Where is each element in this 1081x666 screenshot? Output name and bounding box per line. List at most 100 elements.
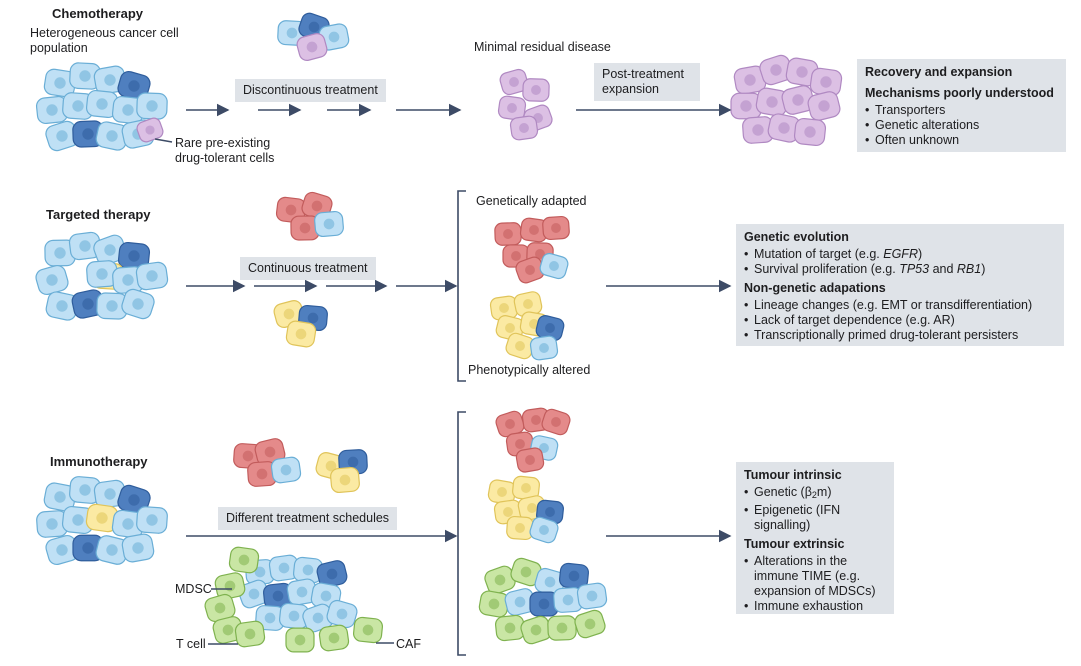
- cancer-cell: [72, 120, 104, 148]
- cancer-cell: [574, 609, 606, 639]
- list-item: Epigenetic (IFN signalling): [744, 503, 886, 533]
- cancer-cell: [539, 252, 569, 280]
- mechanisms-heading: Mechanisms poorly understood: [865, 86, 1054, 100]
- cancer-cell: [45, 291, 79, 321]
- targeted-bracket: [457, 190, 466, 382]
- cancer-cell: [478, 590, 510, 618]
- cancer-cell: [255, 605, 285, 631]
- genetic-evolution-heading: Genetic evolution: [744, 230, 849, 244]
- list-item: Transporters: [865, 103, 1058, 118]
- cancer-cell: [318, 23, 350, 51]
- cancer-cell: [504, 588, 536, 616]
- tumour-intrinsic-heading: Tumour intrinsic: [744, 468, 842, 482]
- cancer-cell: [290, 215, 320, 241]
- cancer-cell: [286, 578, 318, 606]
- rare-cells-pointer: [154, 138, 173, 143]
- cancer-cell: [512, 475, 540, 501]
- cancer-cell: [742, 116, 774, 144]
- cancer-cell: [228, 546, 260, 574]
- cancer-cell: [506, 515, 534, 541]
- list-item: Genetic alterations: [865, 118, 1058, 133]
- cancer-cell: [314, 210, 344, 238]
- cancer-cell: [807, 91, 841, 121]
- list-item: Often unknown: [865, 133, 1058, 148]
- mrd-label: Minimal residual disease: [474, 40, 611, 54]
- list-item: Survival proliferation (e.g. TP53 and RB…: [744, 262, 1056, 277]
- cancer-cell: [285, 320, 317, 348]
- post-treatment-tag: Post-treatment expansion: [594, 63, 700, 101]
- cancer-cell: [576, 582, 608, 610]
- recovery-heading: Recovery and expansion: [865, 65, 1013, 79]
- cancer-cell: [71, 289, 105, 319]
- cancer-cell: [135, 261, 169, 291]
- cancer-cell: [121, 533, 155, 563]
- cancer-cell: [212, 616, 244, 644]
- cancer-cell: [112, 266, 144, 294]
- list-item: Mutation of target (e.g. EGFR): [744, 247, 1056, 262]
- cancer-cell: [519, 217, 549, 243]
- cancer-cell: [541, 408, 571, 436]
- tcell-label: T cell: [176, 637, 206, 651]
- cancer-cell: [69, 476, 101, 504]
- cancer-cell: [262, 582, 294, 610]
- cancer-cell: [136, 92, 168, 120]
- cancer-cell: [497, 95, 527, 121]
- discontinuous-treatment-tag: Discontinuous treatment: [235, 79, 386, 102]
- list-item: Genetic (β2m): [744, 485, 886, 503]
- cancer-cell: [515, 447, 545, 473]
- continuous-treatment-tag: Continuous treatment: [240, 257, 376, 280]
- list-item: Immune exhaustion: [744, 599, 886, 614]
- cancer-cell: [510, 557, 542, 587]
- rare-cells-label: Rare pre-existing drug-tolerant cells: [175, 136, 275, 165]
- list-item: Alterations in the immune TIME (e.g. exp…: [744, 554, 886, 599]
- cancer-cell: [318, 624, 350, 652]
- cancer-cell: [45, 120, 79, 152]
- cancer-cell: [268, 554, 300, 582]
- targeted-title: Targeted therapy: [46, 207, 151, 222]
- cancer-cell: [494, 614, 526, 642]
- cancer-cell: [542, 215, 570, 241]
- cancer-cell: [547, 615, 577, 641]
- caf-label: CAF: [396, 637, 421, 651]
- chemo-title: Chemotherapy: [52, 6, 144, 21]
- cancer-cell: [352, 616, 384, 644]
- cancer-cell: [69, 62, 101, 90]
- cancer-cell: [499, 68, 529, 96]
- cancer-cell: [86, 260, 118, 288]
- population-label: Heterogeneous cancer cell population: [30, 26, 179, 55]
- cancer-cell: [529, 335, 559, 361]
- cancer-cell: [730, 92, 762, 120]
- cancer-cell: [809, 67, 843, 97]
- cancer-cell: [487, 479, 517, 505]
- cancer-cell: [111, 509, 145, 539]
- cancer-cell: [35, 264, 69, 296]
- immuno-title: Immunotherapy: [50, 454, 148, 469]
- drug-tolerant-cell: [136, 117, 164, 143]
- cancer-cell: [285, 627, 315, 653]
- cancer-cell: [301, 191, 333, 221]
- cancer-cell: [509, 115, 539, 141]
- cancer-cell: [484, 565, 516, 595]
- immuno-box: Tumour intrinsic Genetic (β2m) Epigeneti…: [736, 462, 894, 614]
- list-item: Lack of target dependence (e.g. AR): [744, 313, 1056, 328]
- schedules-tag: Different treatment schedules: [218, 507, 398, 530]
- cancer-cell: [278, 602, 310, 630]
- cancer-cell: [759, 54, 793, 86]
- tumour-extrinsic-heading: Tumour extrinsic: [744, 537, 845, 551]
- targeted-box: Genetic evolution Mutation of target (e.…: [736, 224, 1064, 346]
- cancer-cell: [238, 579, 270, 609]
- genetic-adapted-label: Genetically adapted: [476, 194, 587, 208]
- list-item: Transcriptionally primed drug-tolerant p…: [744, 328, 1056, 343]
- cancer-cell: [62, 92, 94, 120]
- cancer-cell: [95, 535, 129, 565]
- cancer-cell: [793, 117, 827, 147]
- cancer-cell: [558, 562, 590, 590]
- cancer-cell: [535, 315, 565, 341]
- cancer-cell: [529, 516, 559, 544]
- cancer-cell: [270, 456, 302, 484]
- non-genetic-heading: Non-genetic adapations: [744, 281, 886, 295]
- cancer-cell: [520, 615, 552, 645]
- immuno-bracket: [457, 411, 466, 656]
- pheno-altered-label: Phenotypically altered: [468, 363, 591, 377]
